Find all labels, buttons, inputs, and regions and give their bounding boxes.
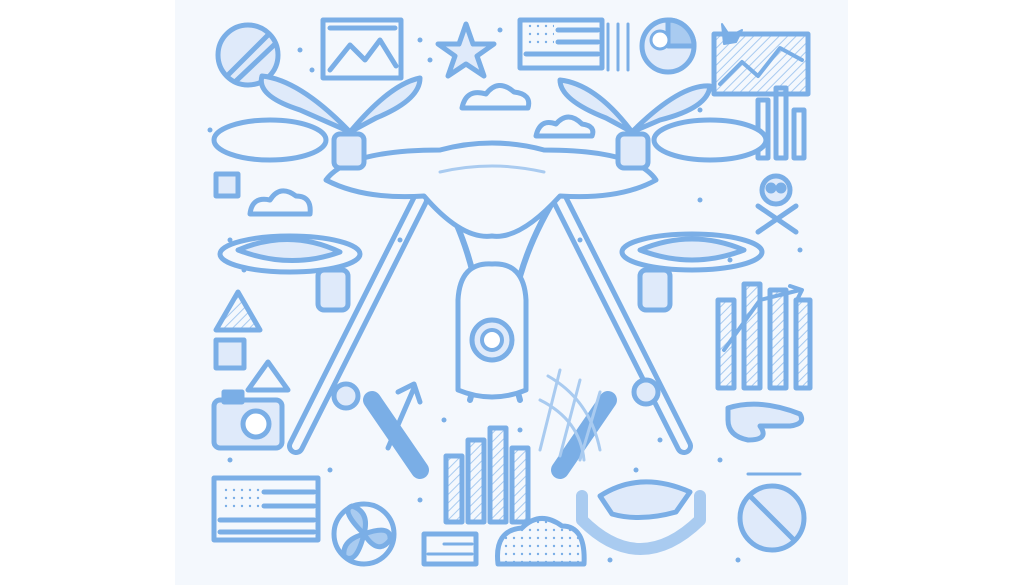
arrow-icon xyxy=(385,381,423,451)
hatch-net xyxy=(538,368,602,462)
us-flag-icon xyxy=(421,531,479,567)
cloud-icon xyxy=(495,516,587,567)
triangle-icon xyxy=(213,289,291,393)
fan-icon xyxy=(331,501,397,567)
us-flag-icon xyxy=(211,475,321,543)
skull-crossbones-icon xyxy=(755,173,799,235)
pointing-hand-icon xyxy=(725,401,805,443)
star-icon xyxy=(435,21,497,79)
bar-chart-icon xyxy=(443,425,531,525)
quadcopter-drone xyxy=(211,73,769,479)
bar-chart-icon xyxy=(715,281,813,391)
landscape-frame-icon xyxy=(320,17,404,81)
cloud-icon xyxy=(459,83,596,139)
us-flag-icon xyxy=(517,17,630,72)
prohibition-icon xyxy=(213,171,241,199)
pie-chart-icon xyxy=(639,17,697,75)
cloud-icon xyxy=(247,188,313,217)
decorative-dots xyxy=(207,27,803,563)
prohibition-icon xyxy=(737,472,807,553)
prohibition-icon xyxy=(215,22,281,88)
handshake-icon xyxy=(576,479,706,555)
camera-icon xyxy=(211,389,285,451)
line-chart-icon xyxy=(711,23,811,97)
